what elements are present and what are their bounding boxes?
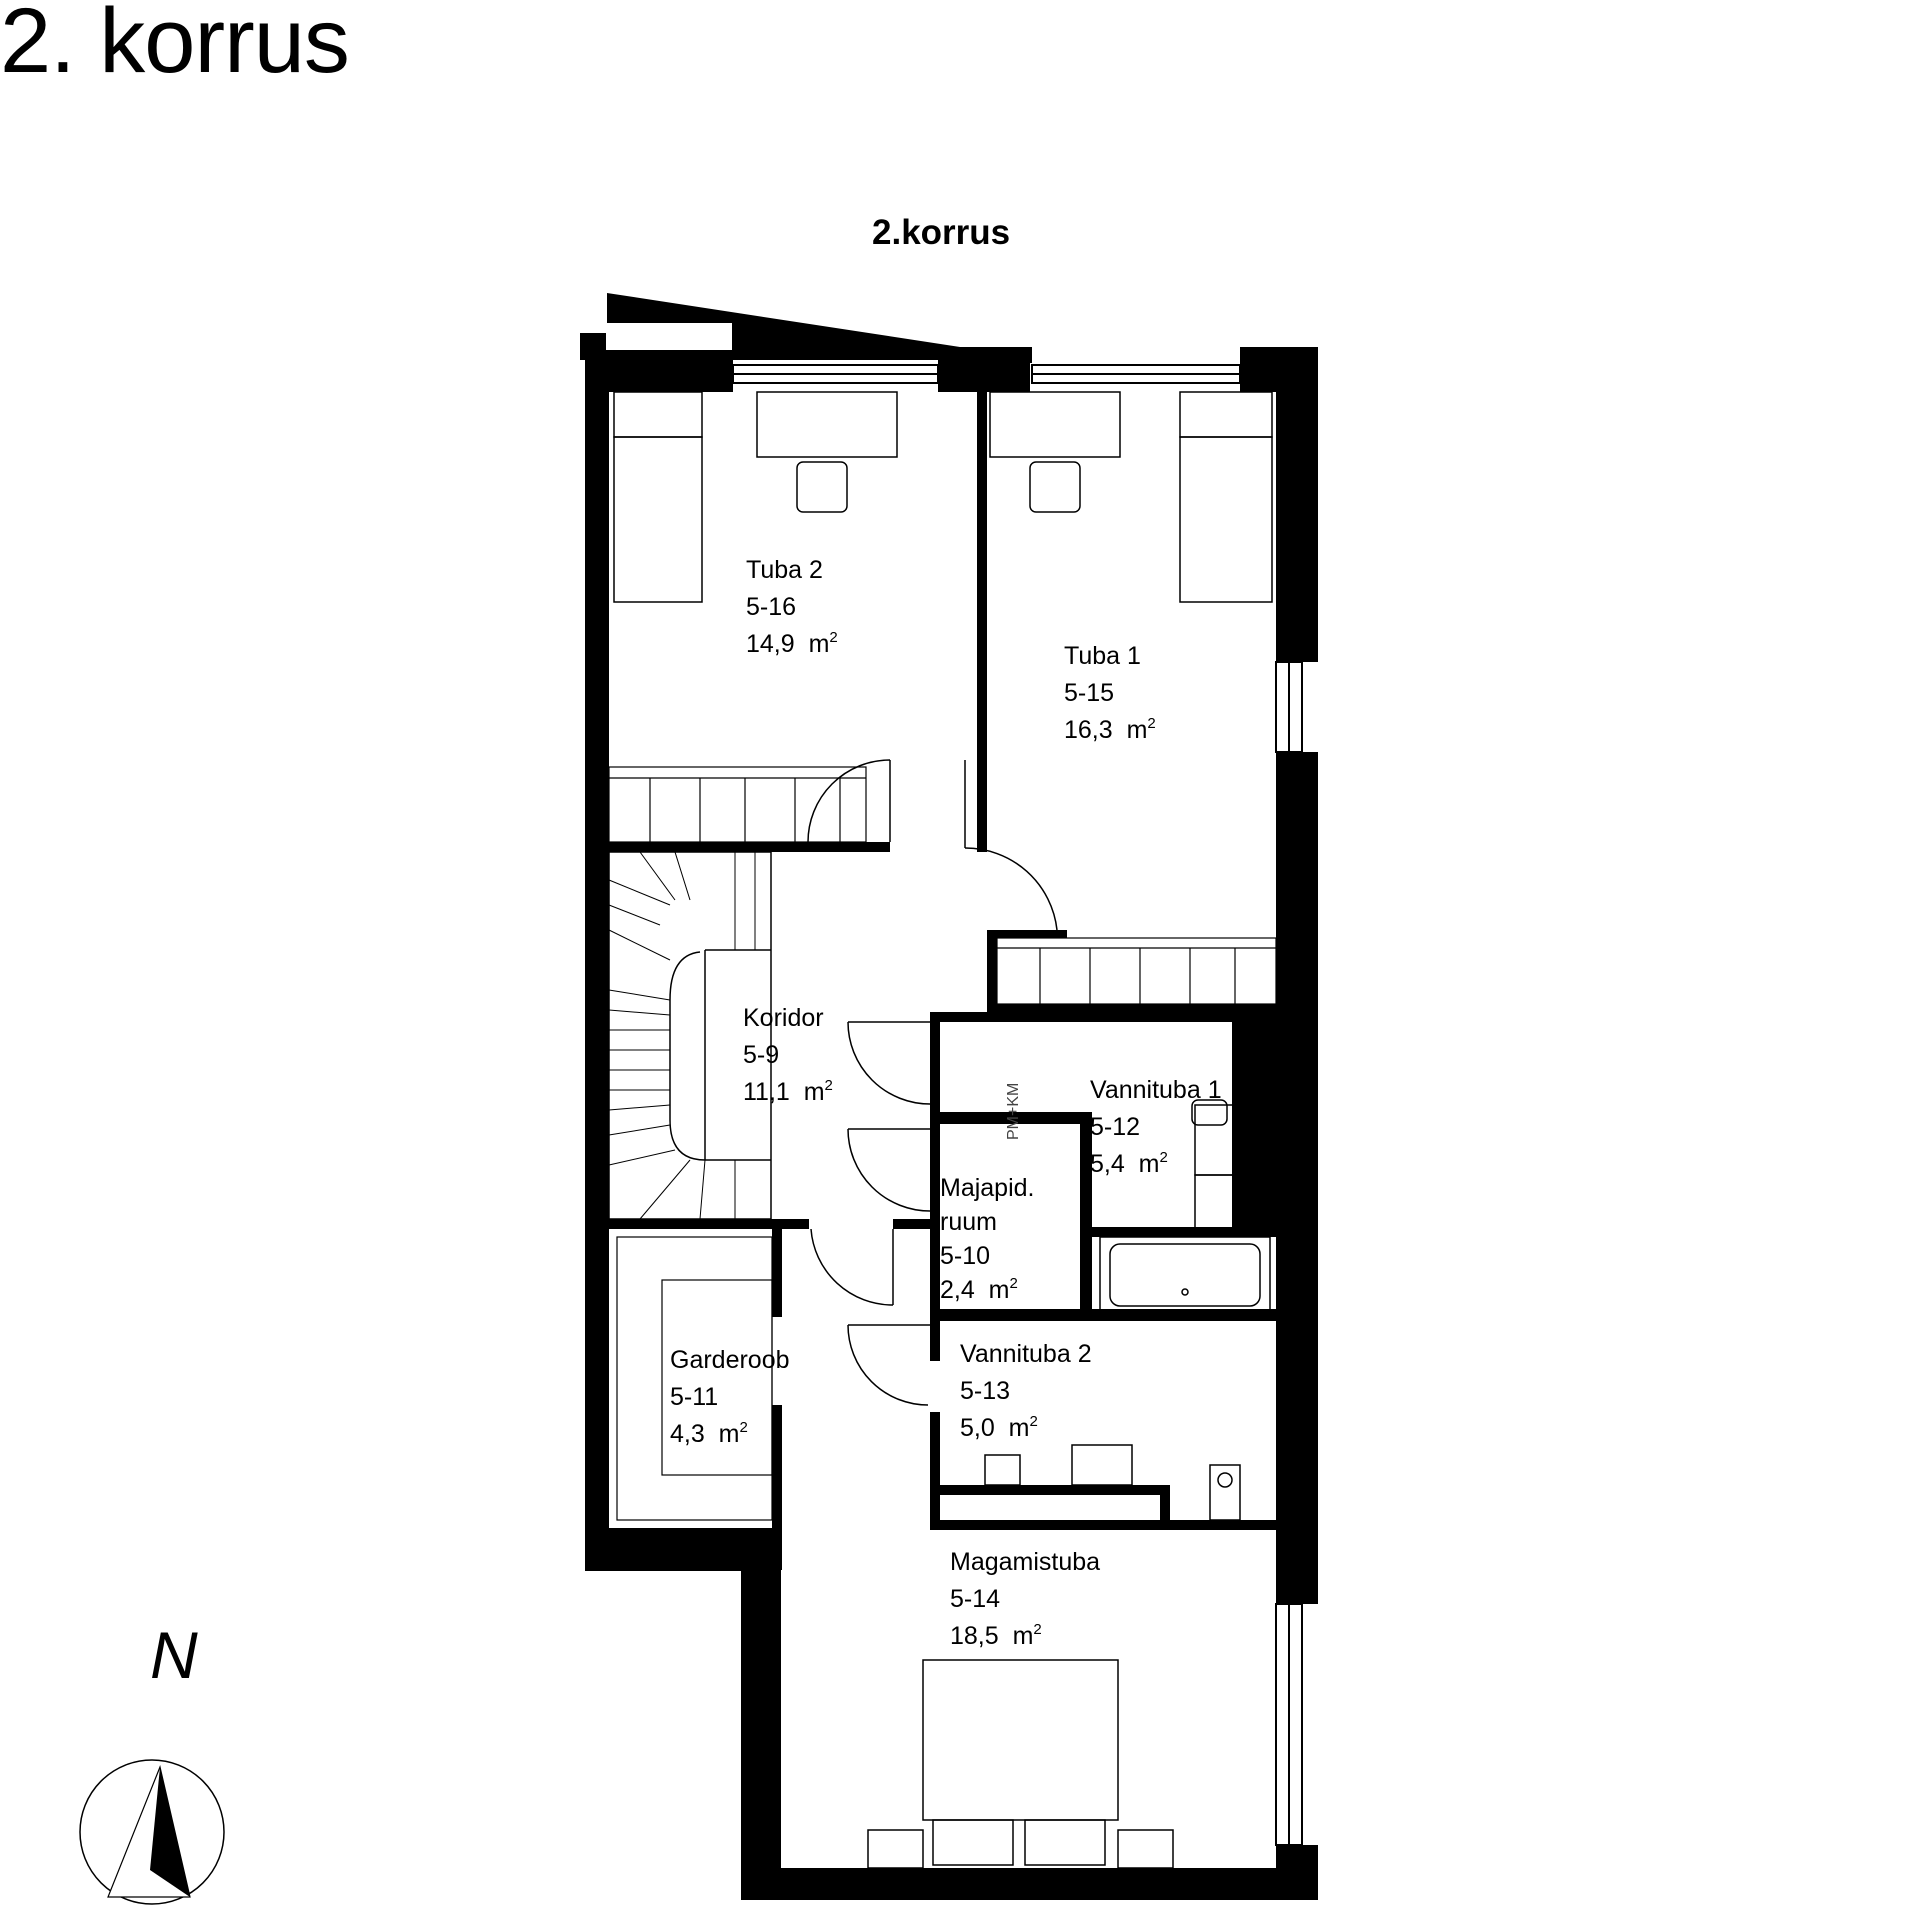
staircase [608, 851, 772, 1220]
windows [732, 364, 1303, 1846]
doors [807, 759, 1058, 1406]
page-title: 2. korrus [0, 0, 350, 92]
exterior-walls [580, 293, 1318, 1900]
wardrobes [608, 766, 1277, 1521]
plan-title: 2.korrus [872, 213, 1011, 252]
north-label: N [150, 1618, 198, 1692]
interior-walls [609, 392, 1276, 1570]
appliance-label: PM+KM [1005, 1082, 1022, 1140]
north-arrow [79, 1759, 225, 1905]
furniture [613, 391, 1273, 1869]
